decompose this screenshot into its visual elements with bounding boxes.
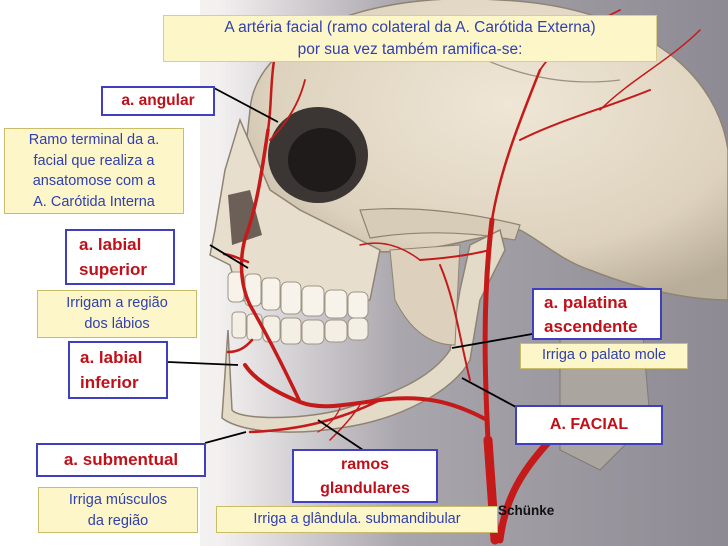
upper-teeth bbox=[227, 271, 369, 319]
credit-schunke: Schünke bbox=[498, 503, 555, 518]
note-irriga-palato: Irriga o palato mole bbox=[520, 343, 688, 369]
diagram-title: A artéria facial (ramo colateral da A. C… bbox=[163, 15, 657, 62]
note-irrigam-labios: Irrigam a região dos lábios bbox=[37, 290, 197, 338]
label-labial-inferior: a. labial inferior bbox=[68, 341, 168, 399]
note-ramo-terminal: Ramo terminal da a. facial que realiza a… bbox=[4, 128, 184, 214]
note-irriga-glandula: Irriga a glândula. submandibular bbox=[216, 506, 498, 533]
zygomatic-arch bbox=[359, 208, 521, 241]
label-ramos-glandulares: ramos glandulares bbox=[292, 449, 438, 503]
nasal-cavity bbox=[228, 190, 262, 245]
lower-teeth bbox=[231, 311, 369, 345]
label-submentual: a. submentual bbox=[36, 443, 206, 477]
leader-lines bbox=[167, 87, 541, 453]
orbit-inner bbox=[288, 128, 356, 192]
label-facial: A. FACIAL bbox=[515, 405, 663, 445]
label-labial-superior: a. labial superior bbox=[65, 229, 175, 285]
mandible bbox=[221, 228, 506, 433]
label-angular: a. angular bbox=[101, 86, 215, 116]
note-irriga-musculos: Irriga músculos da região bbox=[38, 487, 198, 533]
label-palatina-ascendente: a. palatina ascendente bbox=[532, 288, 662, 340]
